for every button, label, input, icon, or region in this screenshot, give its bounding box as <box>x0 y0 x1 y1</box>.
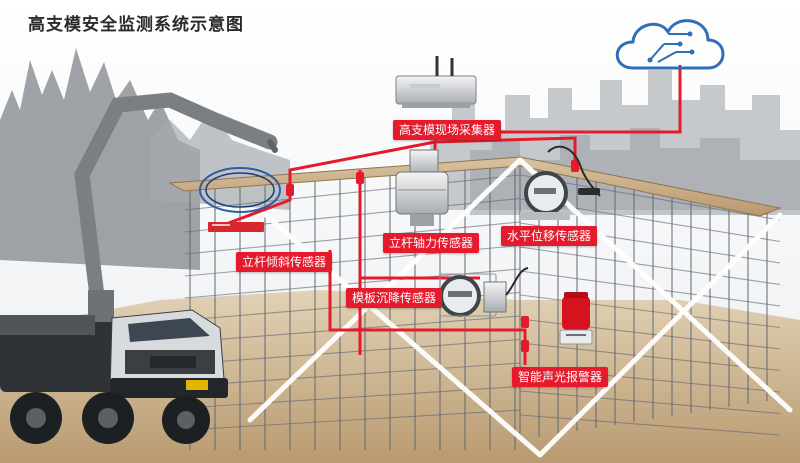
field-collector-device <box>395 56 477 108</box>
diagram-title: 高支模安全监测系统示意图 <box>28 15 244 35</box>
scaffold-tube <box>184 338 521 365</box>
cloud-circuit-icon <box>615 19 725 70</box>
settlement-sensor-device <box>439 267 529 317</box>
scaffold-tube <box>519 414 781 436</box>
scaffold-tube <box>184 409 521 431</box>
sound-light-alarm-device <box>559 292 593 345</box>
label-axial-sensor: 立杆轴力传感器 <box>383 233 480 253</box>
scaffold-tube <box>519 342 781 372</box>
axial-force-sensor-device <box>395 149 449 226</box>
horizontal-displacement-sensor-device <box>520 145 601 220</box>
scaffold-frame <box>184 160 781 450</box>
scaffold-tube <box>519 390 781 415</box>
label-collector: 高支模现场采集器 <box>393 120 502 140</box>
label-tilt-sensor: 立杆倾斜传感器 <box>236 252 333 272</box>
label-alarm: 智能声光报警器 <box>512 367 609 387</box>
tilt-sensor-device <box>199 167 281 232</box>
label-horizontal-sensor: 水平位移传感器 <box>501 226 598 246</box>
scaffold-tube <box>184 174 521 211</box>
formwork-deck <box>168 156 782 217</box>
label-settlement-sensor: 模板沉降传感器 <box>346 288 443 308</box>
scaffold-tube <box>519 246 781 286</box>
concrete-truck <box>0 309 228 444</box>
tree-silhouette <box>0 48 200 270</box>
scaffold-tube <box>184 221 521 255</box>
scaffold-tube <box>184 362 521 387</box>
scaffold-tube <box>519 270 781 307</box>
